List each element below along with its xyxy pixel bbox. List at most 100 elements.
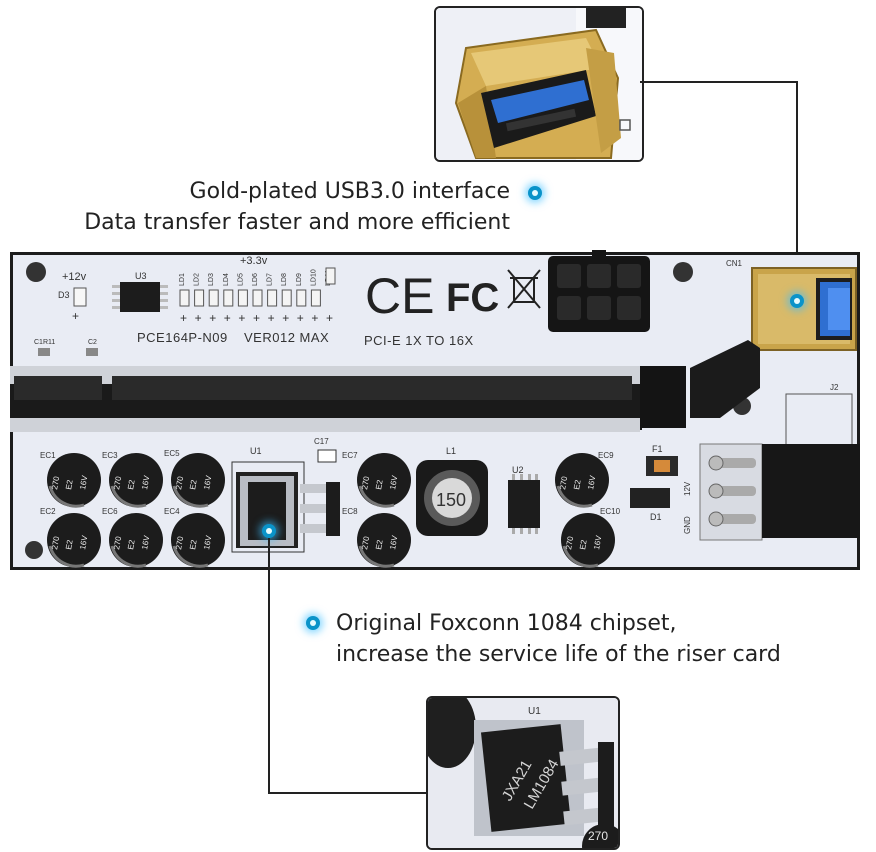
- fc-mark: FC: [446, 276, 499, 320]
- led-pad-2: [194, 289, 205, 307]
- capacitor-marking: E2: [188, 479, 199, 491]
- usb-callout-line1: Gold-plated USB3.0 interface: [189, 179, 510, 204]
- label-ec7: EC7: [342, 451, 358, 460]
- label-slot: PCI-E 1X TO 16X: [364, 333, 474, 348]
- led-label-4: LD4: [223, 273, 230, 286]
- led-plus-3: +: [209, 311, 216, 325]
- label-j2: J2: [830, 383, 839, 392]
- chipset-callout-text: Original Foxconn 1084 chipset, increase …: [336, 608, 781, 670]
- label-12v-molex: 12V: [683, 481, 692, 496]
- led-label-3: LD3: [208, 273, 215, 286]
- capacitor-marking: 270: [360, 535, 371, 550]
- label-ec5: EC5: [164, 449, 180, 458]
- capacitor-marking: E2: [126, 539, 137, 551]
- led-label-5: LD5: [237, 273, 244, 286]
- label-version: VER012 MAX: [244, 330, 329, 345]
- usb-board-dot: [790, 294, 804, 308]
- label-3v3: +3.3v: [240, 255, 268, 267]
- capacitor-marking: 16V: [140, 534, 151, 550]
- capacitor-marking: E2: [188, 539, 199, 551]
- capacitor-marking: 270: [174, 535, 185, 550]
- usb-closeup-photo: [436, 8, 642, 160]
- label-ec8: EC8: [342, 507, 358, 516]
- led-plus-2: +: [195, 311, 202, 325]
- capacitor-marking: 270: [360, 475, 371, 490]
- riser-board: +12v D3 + U3 +3.3v LD1+LD2+LD3+LD4+LD5+L…: [10, 250, 860, 570]
- led-label-2: LD2: [194, 273, 201, 286]
- usb-callout-line-v: [796, 81, 798, 299]
- usb-port-onboard: [751, 267, 857, 351]
- led-pad-3: [208, 289, 219, 307]
- label-l1: L1: [446, 446, 456, 456]
- led-pad-10: [310, 289, 321, 307]
- capacitor-marking: 270: [558, 475, 569, 490]
- label-12v: +12v: [62, 271, 87, 283]
- label-c17: C17: [314, 437, 329, 446]
- label-ec1: EC1: [40, 451, 56, 460]
- led-plus-8: +: [282, 311, 289, 325]
- capacitor-marking: E2: [64, 479, 75, 491]
- molex-power-connector: [699, 443, 860, 541]
- led-pad-5: [237, 289, 248, 307]
- capacitor-marking: 270: [50, 475, 61, 490]
- led-row: LD1+LD2+LD3+LD4+LD5+LD6+LD7+LD8+LD9+LD10…: [179, 267, 336, 325]
- label-u2: U2: [512, 465, 524, 475]
- capacitor-marking: 16V: [388, 534, 399, 550]
- label-cn1: CN1: [726, 259, 743, 268]
- chipset-callout-line1: Original Foxconn 1084 chipset,: [336, 611, 677, 636]
- capacitor-marking: 16V: [202, 474, 213, 490]
- label-d1: D1: [650, 512, 662, 522]
- capacitor-marking: E2: [374, 539, 385, 551]
- chipset-closeup-photo: U1 JXA21 LM1084 270: [428, 698, 618, 848]
- capacitor-marking: 16V: [592, 534, 603, 550]
- usb-callout-dot: [528, 186, 542, 200]
- capacitor-marking: 16V: [202, 534, 213, 550]
- led-pad-7: [267, 289, 278, 307]
- led-pad-6: [252, 289, 263, 307]
- led-plus-6: +: [253, 311, 260, 325]
- led-pad-8: [281, 289, 292, 307]
- label-ec6: EC6: [102, 507, 118, 516]
- led-label-9: LD9: [296, 273, 303, 286]
- led-label-1: LD1: [179, 273, 186, 286]
- capacitor-marking: 270: [50, 535, 61, 550]
- label-ec2: EC2: [40, 507, 56, 516]
- capacitor-marking: 16V: [78, 474, 89, 490]
- capacitor-marking: 270: [112, 475, 123, 490]
- label-c2: C2: [88, 339, 97, 346]
- chipset-callout-line-h: [268, 792, 426, 794]
- ce-mark: CE: [365, 268, 434, 324]
- usb-callout-text: Gold-plated USB3.0 interface Data transf…: [84, 176, 510, 238]
- pcie-x16-slot: [10, 366, 686, 432]
- capacitor-marking: E2: [578, 539, 589, 551]
- capacitor-marking: 16V: [586, 474, 597, 490]
- label-f1: F1: [652, 444, 663, 454]
- chipset-callout-line2: increase the service life of the riser c…: [336, 642, 781, 667]
- inductor-l1: 150: [416, 460, 488, 536]
- capacitor-marking: E2: [572, 479, 583, 491]
- led-pad-4: [223, 289, 234, 307]
- svg-text:+: +: [72, 309, 79, 323]
- led-plus-10: +: [311, 311, 318, 325]
- capacitor-marking: 270: [112, 535, 123, 550]
- capacitor-marking: 270: [174, 475, 185, 490]
- led-pad-11: [325, 267, 336, 285]
- led-pad-1: [179, 289, 190, 307]
- capacitor-marking: E2: [126, 479, 137, 491]
- label-inductor-value: 150: [436, 490, 466, 510]
- closeup-cap-value: 270: [588, 829, 608, 843]
- led-pad-9: [296, 289, 307, 307]
- label-ec4: EC4: [164, 507, 180, 516]
- led-plus-11: +: [326, 311, 333, 325]
- usb-callout-line2: Data transfer faster and more efficient: [84, 210, 510, 235]
- capacitor-marking: 16V: [78, 534, 89, 550]
